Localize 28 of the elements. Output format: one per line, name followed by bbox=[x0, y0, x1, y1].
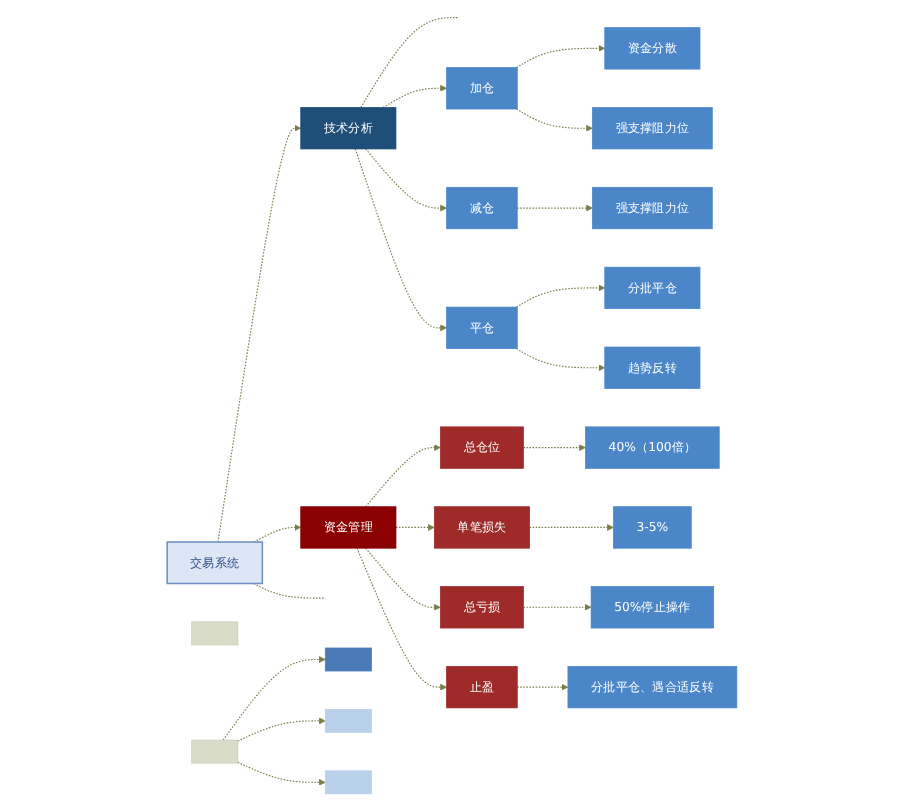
node-bar bbox=[324, 709, 372, 733]
node-bar bbox=[324, 770, 372, 795]
node-bar bbox=[324, 647, 372, 672]
connector bbox=[360, 17, 460, 109]
arrow bbox=[395, 524, 435, 531]
arrow bbox=[516, 204, 593, 212]
arrow bbox=[365, 547, 441, 611]
arrow bbox=[516, 348, 606, 372]
connector bbox=[253, 582, 326, 599]
node-bar bbox=[191, 739, 239, 764]
arrow bbox=[222, 656, 326, 741]
arrow bbox=[354, 148, 447, 332]
arrow bbox=[382, 84, 447, 109]
arrow bbox=[217, 124, 302, 543]
node-bar bbox=[191, 621, 239, 646]
arrow bbox=[365, 444, 441, 508]
arrow bbox=[522, 444, 586, 451]
arrow bbox=[516, 108, 593, 132]
arrow bbox=[237, 761, 326, 786]
arrow bbox=[528, 524, 614, 531]
arrow bbox=[516, 45, 606, 69]
arrow bbox=[237, 717, 326, 742]
arrow bbox=[365, 148, 447, 212]
arrow bbox=[356, 547, 447, 691]
arrow bbox=[522, 603, 592, 611]
arrow bbox=[516, 683, 569, 691]
arrow bbox=[516, 284, 606, 308]
arrow bbox=[253, 524, 302, 543]
